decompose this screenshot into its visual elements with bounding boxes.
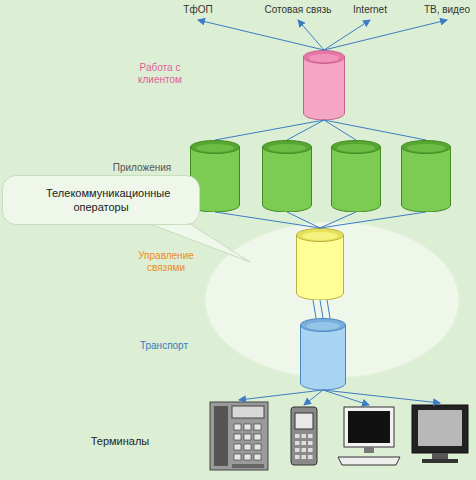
terminal-device xyxy=(410,403,470,465)
connector-line xyxy=(313,300,316,318)
cylinder-shape xyxy=(296,228,344,300)
connector-line xyxy=(324,20,447,50)
connector xyxy=(324,20,370,50)
connector xyxy=(320,212,426,228)
service-label: Internet xyxy=(342,4,398,20)
cylinder-shape xyxy=(303,50,345,120)
connector-line xyxy=(298,20,324,50)
cylinder-layer: Управление связями xyxy=(296,228,344,300)
connector xyxy=(287,120,324,140)
service-name: ТВ, видео xyxy=(418,4,476,16)
layer-caption: Работа с клиентом xyxy=(120,62,200,86)
terminal-illustration xyxy=(410,403,470,465)
connector xyxy=(215,212,320,228)
cylinder-shape xyxy=(300,318,346,390)
connector xyxy=(313,300,330,318)
connector-line xyxy=(320,212,426,228)
connector-line xyxy=(324,120,426,140)
cylinder-shape xyxy=(401,140,451,212)
connector xyxy=(304,390,323,405)
connector-line xyxy=(287,120,324,140)
connector-line xyxy=(239,390,323,400)
connector-line xyxy=(198,20,324,50)
layer-caption: Управление связями xyxy=(125,250,207,274)
service-label: ТВ, видео xyxy=(418,4,476,20)
service-label: Сотовая связь xyxy=(258,4,338,20)
connector xyxy=(198,20,324,50)
connector xyxy=(324,120,426,140)
service-name: Internet xyxy=(342,4,398,16)
cylinder-layer: Транспорт xyxy=(300,318,346,390)
terminal-device xyxy=(336,405,402,467)
connector-line xyxy=(323,390,440,403)
connector-line xyxy=(327,300,330,318)
service-name: Сотовая связь xyxy=(258,4,338,16)
connector-line xyxy=(215,212,320,228)
service-label: ТфОП xyxy=(172,4,224,20)
connector xyxy=(239,390,323,400)
callout-text: Телекоммуникационные операторы xyxy=(46,186,156,214)
connector-line xyxy=(320,300,323,318)
connector-line xyxy=(324,20,370,50)
connector xyxy=(323,390,440,403)
terminal-device xyxy=(208,400,270,472)
terminal-illustration xyxy=(208,400,270,472)
cylinder-layer: Работа с клиентом xyxy=(303,50,345,120)
service-name: ТфОП xyxy=(172,4,224,16)
cylinder-layer xyxy=(331,140,381,212)
cylinder-layer xyxy=(262,140,312,212)
callout-box: Телекоммуникационные операторы xyxy=(2,175,200,225)
connector xyxy=(287,212,320,228)
group-label: Терминалы xyxy=(80,435,160,447)
layer-caption: Транспорт xyxy=(124,340,204,352)
terminal-illustration xyxy=(336,405,402,467)
connector xyxy=(298,20,324,50)
connector-line xyxy=(215,120,324,140)
cylinder-shape xyxy=(331,140,381,212)
connector-line xyxy=(287,212,320,228)
terminal-device xyxy=(287,405,321,467)
cylinder-shape xyxy=(262,140,312,212)
layer-caption: Приложения xyxy=(104,162,180,174)
connector xyxy=(324,20,447,50)
connector xyxy=(215,120,324,140)
cylinder-layer xyxy=(401,140,451,212)
terminal-illustration xyxy=(287,405,321,467)
connector-line xyxy=(304,390,323,405)
